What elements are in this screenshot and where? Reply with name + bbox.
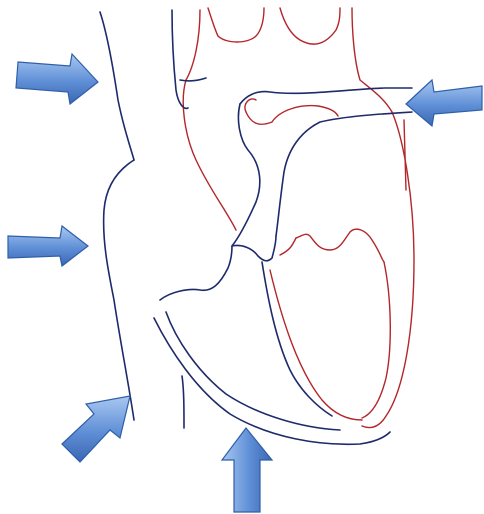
left-ventricle-inner — [362, 262, 390, 418]
aorta-outer — [352, 8, 392, 112]
arrow-top-right-icon — [406, 80, 482, 126]
right-ventricle-outer — [154, 318, 390, 444]
aortic-branch-right — [280, 8, 340, 44]
svc-left — [100, 12, 134, 160]
svc-inner — [180, 78, 206, 81]
pulmonary-artery-bottom — [276, 112, 412, 236]
arrow-top-left-icon — [16, 54, 98, 104]
pulmonary-artery-top — [240, 88, 412, 104]
septum-left — [270, 270, 362, 420]
arrow-bottom-left-icon — [62, 396, 130, 462]
aorta-inner-left — [183, 10, 236, 230]
svc-right — [172, 10, 188, 108]
left-heart-outline — [183, 8, 414, 428]
arrow-bottom-center-icon — [222, 428, 272, 512]
right-ventricle-inner — [166, 312, 340, 430]
mitral-valve — [296, 229, 384, 262]
aortic-arch-branches — [208, 8, 264, 42]
ivc-left — [182, 376, 184, 428]
septum-left-2 — [280, 238, 296, 255]
left-ventricle-outer — [362, 112, 414, 428]
tricuspid-valve — [232, 236, 276, 261]
arrow-middle-left-icon — [8, 226, 88, 266]
pulmonary-trunk-left — [232, 104, 260, 246]
right-atrium-border — [104, 160, 134, 420]
septum-right — [262, 262, 332, 416]
arrows — [8, 54, 482, 512]
right-ventricle-top — [160, 246, 232, 300]
right-heart-outline — [100, 10, 412, 444]
